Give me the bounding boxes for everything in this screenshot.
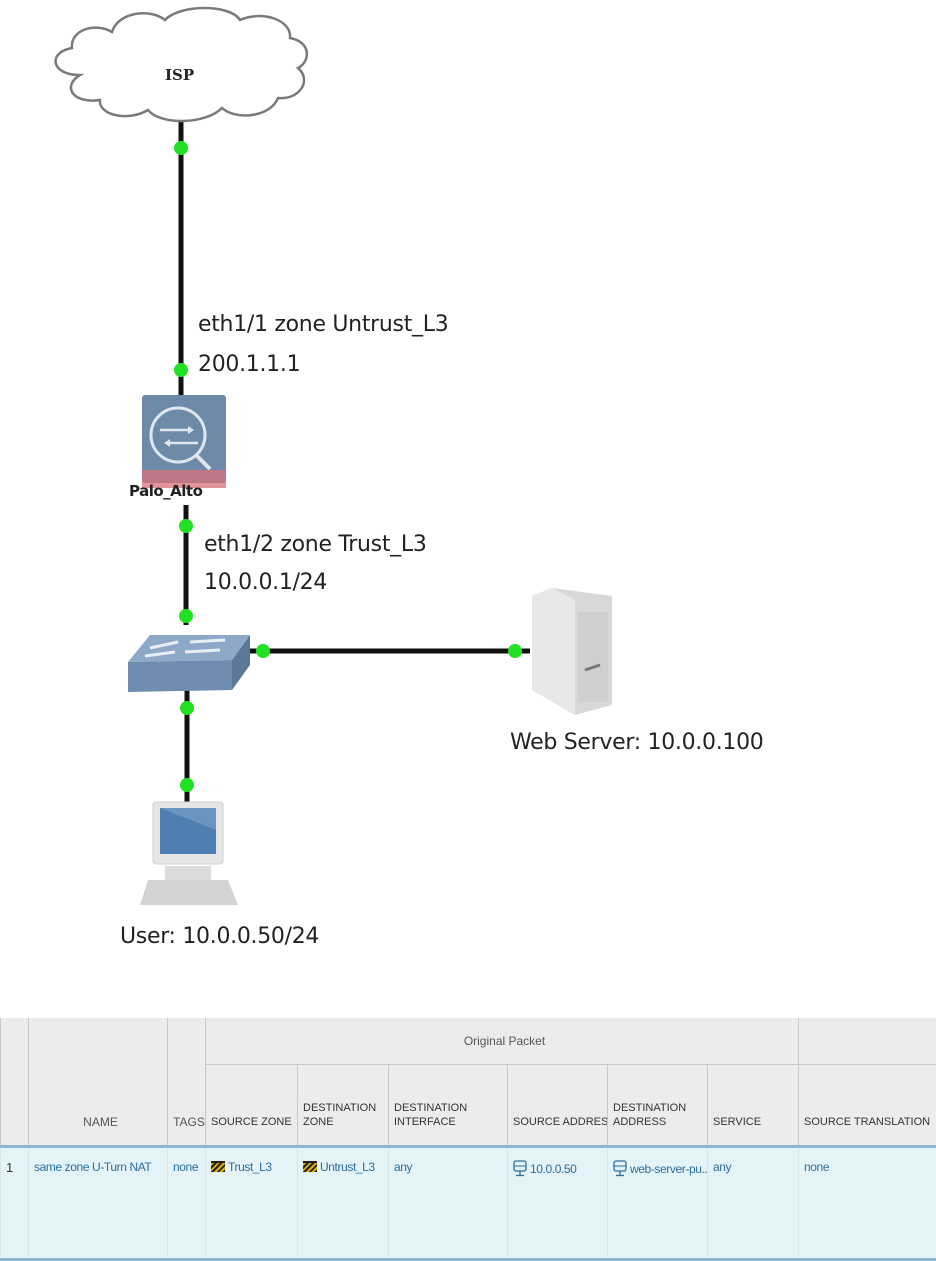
row-number: 1 xyxy=(1,1147,29,1260)
col-header-destination-interface[interactable]: DESTINATION INTERFACE xyxy=(389,1065,508,1147)
eth1-1-ip-label: 200.1.1.1 xyxy=(198,352,300,377)
eth1-2-ip-label: 10.0.0.1/24 xyxy=(204,570,327,595)
port-dot-isp xyxy=(174,141,188,155)
col-header-destination-address[interactable]: DESTINATION ADDRESS xyxy=(608,1065,708,1147)
col-header-num xyxy=(1,1018,29,1147)
firewall-icon[interactable] xyxy=(142,395,226,488)
col-header-source-zone[interactable]: SOURCE ZONE xyxy=(206,1065,298,1147)
source-address-cell[interactable]: 10.0.0.50 xyxy=(508,1147,608,1260)
workstation-icon[interactable] xyxy=(140,802,238,905)
destination-zone-cell[interactable]: Untrust_L3 xyxy=(298,1147,389,1260)
group-header-translated xyxy=(799,1018,936,1065)
table-row[interactable]: 1 same zone U-Turn NAT none Trust_L3 Unt… xyxy=(1,1147,936,1260)
nat-policy-table: NAME TAGS Original Packet SOURCE ZONE DE… xyxy=(0,1018,936,1261)
col-header-source-translation[interactable]: SOURCE TRANSLATION xyxy=(799,1065,936,1147)
col-header-service[interactable]: SERVICE xyxy=(708,1065,799,1147)
source-translation: none xyxy=(799,1147,936,1260)
webserver-label: Web Server: 10.0.0.100 xyxy=(510,730,763,755)
col-header-tags[interactable]: TAGS xyxy=(168,1018,206,1147)
source-zone-cell[interactable]: Trust_L3 xyxy=(206,1147,298,1260)
firewall-label: Palo_Alto xyxy=(129,482,202,500)
col-header-source-address[interactable]: SOURCE ADDRESS xyxy=(508,1065,608,1147)
source-address-link[interactable]: 10.0.0.50 xyxy=(530,1162,576,1176)
rule-name-link[interactable]: same zone U-Turn NAT xyxy=(29,1147,168,1260)
topology-links xyxy=(0,0,936,1000)
user-label: User: 10.0.0.50/24 xyxy=(120,924,319,949)
address-object-icon xyxy=(513,1160,527,1177)
port-dot-eth1-1 xyxy=(174,363,188,377)
rule-tags: none xyxy=(168,1147,206,1260)
cloud-icon[interactable] xyxy=(56,8,307,121)
service: any xyxy=(708,1147,799,1260)
zone-icon xyxy=(211,1161,225,1172)
port-dot-webserver xyxy=(508,644,522,658)
isp-label: ISP xyxy=(165,66,194,84)
destination-zone-link[interactable]: Untrust_L3 xyxy=(320,1160,375,1174)
port-dot-switch-up xyxy=(179,609,193,623)
group-header-original-packet: Original Packet xyxy=(206,1018,799,1065)
server-icon[interactable] xyxy=(532,588,612,715)
eth1-1-zone-label: eth1/1 zone Untrust_L3 xyxy=(198,312,448,337)
port-dot-eth1-2 xyxy=(179,519,193,533)
destination-interface: any xyxy=(389,1147,508,1260)
destination-address-cell[interactable]: web-server-pu... xyxy=(608,1147,708,1260)
destination-address-link[interactable]: web-server-pu... xyxy=(630,1162,708,1176)
col-header-destination-zone[interactable]: DESTINATION ZONE xyxy=(298,1065,389,1147)
switch-icon[interactable] xyxy=(128,635,250,692)
port-status-indicators xyxy=(174,141,522,792)
eth1-2-zone-label: eth1/2 zone Trust_L3 xyxy=(204,532,427,557)
source-zone-link[interactable]: Trust_L3 xyxy=(228,1160,272,1174)
address-object-icon xyxy=(613,1160,627,1177)
port-dot-user xyxy=(180,778,194,792)
port-dot-switch-down xyxy=(180,701,194,715)
zone-icon xyxy=(303,1161,317,1172)
network-diagram: ISP Palo_Alto eth1/1 zone Untrust_L3 200… xyxy=(0,0,936,1000)
col-header-name[interactable]: NAME xyxy=(29,1018,168,1147)
port-dot-switch-right xyxy=(256,644,270,658)
